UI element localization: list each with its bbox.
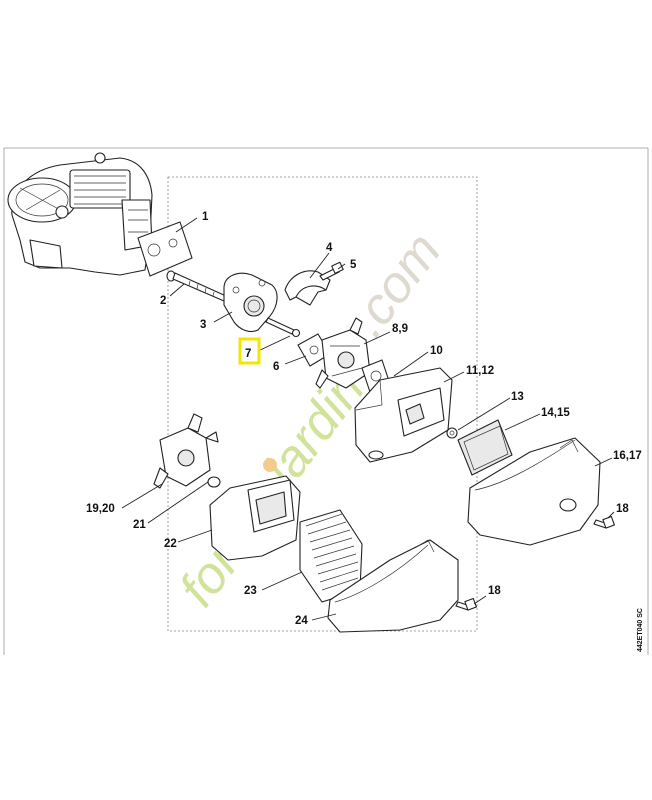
part-19-20-carburetor (153, 413, 219, 489)
part-14-15-filter-element (457, 419, 513, 476)
callout-labels: 1 2 3 4 5 7 6 8,9 10 11,12 13 14,15 16,1… (86, 211, 642, 627)
callout-16-17: 16,17 (613, 450, 642, 462)
part-8-9-carburetor (315, 317, 371, 389)
part-5-screw (319, 261, 344, 281)
highlight-box-7 (238, 337, 261, 365)
part-7-screw (265, 317, 301, 338)
drawing-code: 442ET040 SC (637, 608, 644, 652)
callout-3: 3 (200, 319, 206, 331)
callout-4: 4 (326, 242, 333, 254)
part-23-pleated-filter (299, 509, 363, 603)
part-18-screw-upper (593, 515, 615, 529)
engine-block (7, 152, 153, 276)
callout-10: 10 (430, 345, 443, 357)
callout-19-20: 19,20 (86, 503, 115, 515)
part-10-11-12-filter-base (354, 367, 453, 463)
callout-24: 24 (295, 615, 308, 627)
part-24-filter-cover (327, 539, 459, 633)
callout-5: 5 (350, 259, 357, 271)
callout-21: 21 (133, 519, 146, 531)
callout-6: 6 (273, 361, 279, 373)
watermark-dot (263, 458, 277, 472)
callout-2: 2 (160, 295, 166, 307)
callout-7: 7 (245, 348, 251, 360)
callout-14-15: 14,15 (541, 407, 570, 419)
leader-lines (121, 217, 615, 621)
callout-23: 23 (244, 585, 257, 597)
callout-22: 22 (164, 538, 177, 550)
part-1-gasket (137, 221, 193, 277)
callout-11-12: 11,12 (466, 365, 494, 377)
callout-13: 13 (511, 391, 524, 403)
part-18-screw-lower (455, 597, 477, 611)
part-13-washer (446, 427, 458, 439)
callout-8-9: 8,9 (392, 323, 408, 335)
part-2-bolt (166, 270, 227, 302)
part-22-filter-base (209, 475, 301, 561)
part-16-17-filter-cover (467, 437, 601, 546)
callout-18-upper: 18 (616, 503, 629, 515)
part-21-fitting (207, 476, 221, 488)
assembly-boundary (167, 176, 478, 632)
callout-18-lower: 18 (488, 585, 501, 597)
part-3-intake-flange (223, 272, 278, 333)
callout-1: 1 (202, 211, 209, 223)
part-4-clamp (284, 270, 331, 306)
